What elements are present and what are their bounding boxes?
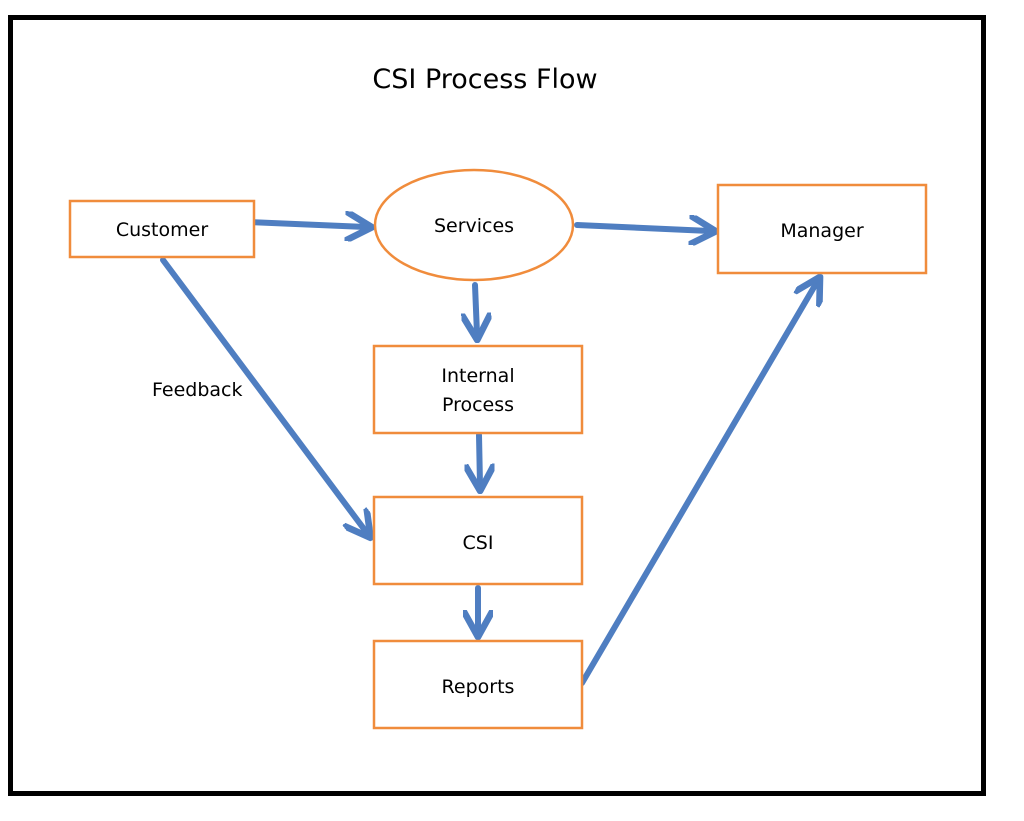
customer-label: Customer xyxy=(116,219,208,241)
reports-label: Reports xyxy=(442,676,515,698)
arrow-reports-to-manager xyxy=(579,282,817,686)
arrow-customer-feedback-to-csi xyxy=(160,257,367,533)
internal-process-label-line2: Process xyxy=(442,394,514,416)
arrow-customer-to-services xyxy=(244,222,366,227)
node-services: Services xyxy=(373,168,575,282)
node-manager: Manager xyxy=(716,183,928,275)
csi-label: CSI xyxy=(463,532,494,554)
internal-process-label-line1: Internal xyxy=(441,365,514,387)
arrow-services-to-internal-process xyxy=(475,282,477,334)
arrow-services-to-manager xyxy=(574,225,710,231)
node-customer: Customer xyxy=(68,199,256,259)
diagram-title: CSI Process Flow xyxy=(372,64,597,95)
services-label: Services xyxy=(434,215,514,237)
feedback-edge-label: Feedback xyxy=(152,379,242,401)
node-reports: Reports xyxy=(372,639,584,730)
arrow-internal-process-to-csi xyxy=(479,432,480,485)
node-csi: CSI xyxy=(372,495,584,586)
diagram-frame xyxy=(8,15,986,796)
manager-label: Manager xyxy=(780,220,863,242)
node-internal-process: Internal Process xyxy=(372,344,584,435)
